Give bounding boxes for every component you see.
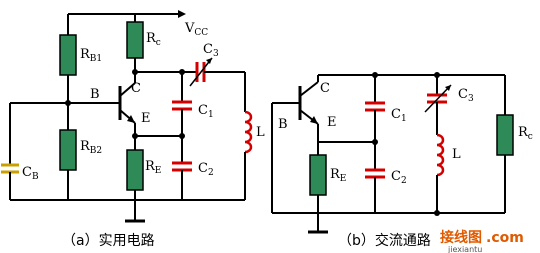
vcc-label: VCC — [184, 21, 208, 38]
resistor-re — [126, 149, 144, 191]
rb2-label: RB2 — [80, 139, 102, 156]
b-resistor-re — [309, 154, 327, 196]
resistor-rc — [126, 21, 144, 59]
rb1-label: RB1 — [80, 47, 102, 64]
caption-b: （b）交流通路 — [338, 232, 431, 249]
circuit-b: B C E C1 C2 RE — [271, 72, 533, 249]
c1-label: C1 — [198, 103, 214, 120]
circuit-a: VCC RB1 RB2 B CB C E Rc — [1, 10, 265, 249]
watermark-domain: .com — [486, 230, 524, 246]
b-collector-label: C — [320, 81, 330, 96]
re-label: RE — [145, 159, 161, 176]
b-c1-label: C1 — [391, 107, 407, 124]
caption-a: （a）实用电路 — [62, 233, 155, 249]
c2-label: C2 — [198, 161, 214, 178]
b-c2-label: C2 — [391, 169, 407, 186]
watermark-site: 接线图 — [440, 229, 482, 246]
b-rc-label: Rc — [518, 125, 533, 142]
l-label: L — [256, 125, 265, 140]
resistor-rb1 — [59, 34, 77, 76]
c3-label: C3 — [203, 42, 219, 59]
rc-label: Rc — [146, 31, 161, 48]
vcc-arrow — [178, 10, 186, 18]
b-inductor-l — [436, 133, 445, 177]
b-emitter-label: E — [327, 115, 337, 130]
collector-label: C — [131, 81, 141, 96]
inductor-l — [244, 110, 253, 154]
resistor-rb2 — [59, 129, 77, 171]
b-c3-label: C3 — [458, 87, 474, 104]
base-label: B — [90, 87, 100, 102]
b-l-label: L — [452, 147, 461, 162]
b-re-label: RE — [330, 167, 346, 184]
cb-label: CB — [22, 165, 39, 182]
watermark: 接线图 .com jiexiantu — [440, 229, 524, 253]
b-resistor-rc — [496, 114, 514, 156]
b-base-label: B — [278, 117, 288, 132]
emitter-label: E — [141, 111, 151, 126]
watermark-sub: jiexiantu — [447, 245, 482, 253]
